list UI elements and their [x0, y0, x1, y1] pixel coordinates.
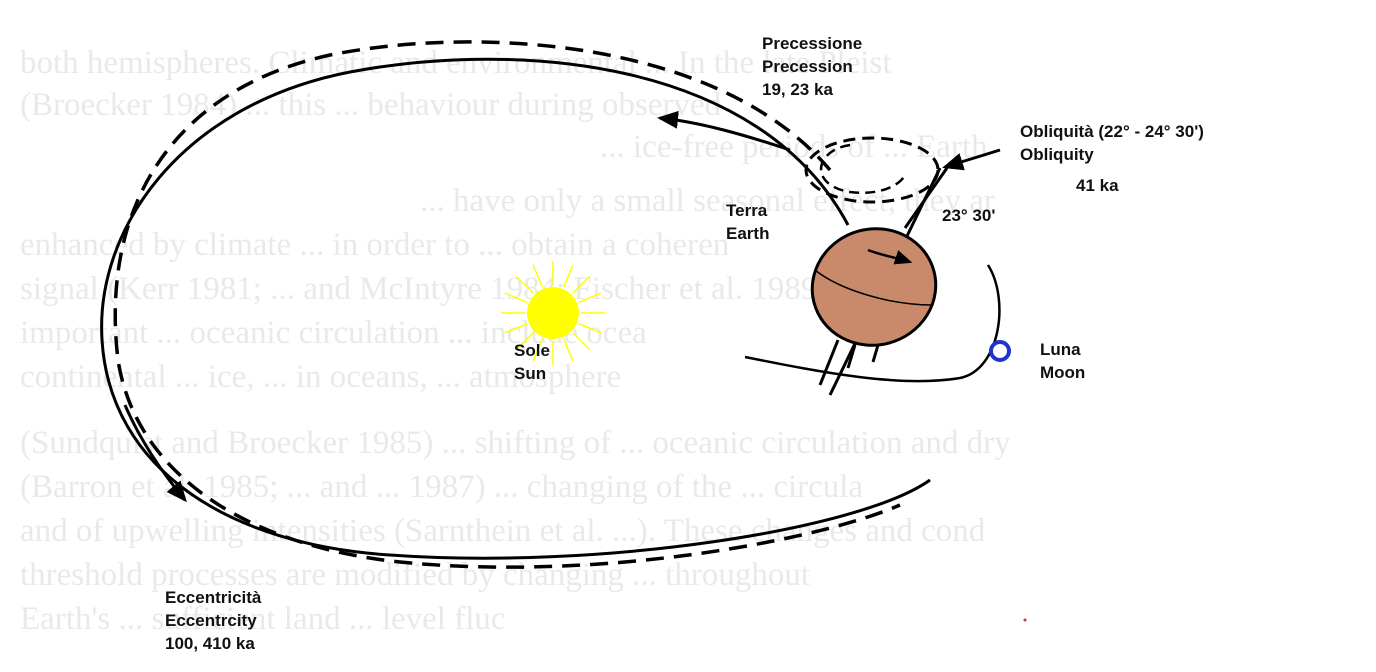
background-text-line: (Broecker 1984) ... this ... behaviour d… — [20, 87, 722, 123]
small-red-dot — [1023, 618, 1027, 622]
eccentricity-arrow — [123, 404, 187, 503]
sun-icon — [501, 261, 605, 365]
earth-icon — [810, 227, 938, 347]
moon-label-it: Luna — [1040, 340, 1081, 359]
precession-arrow — [657, 110, 791, 152]
precession-label-it: Precessione — [762, 34, 863, 53]
obliquity-period: 41 ka — [1076, 176, 1119, 195]
sun-label-en: Sun — [514, 364, 547, 383]
eccentricity-label-it: Eccentricità — [165, 588, 262, 607]
sun-ray — [578, 323, 602, 334]
background-text-line: signal (Kerr 1981; ... and McIntyre 1984… — [20, 271, 896, 307]
sun-ray — [578, 292, 602, 303]
sun-ray — [532, 264, 543, 288]
precession-label-en: Precession — [762, 57, 853, 76]
background-text-line: ... have only a small seasonal effect, t… — [420, 183, 995, 219]
obliquity-arrow — [942, 148, 1001, 171]
eccentricity-label-en: Eccentrcity — [165, 611, 257, 630]
background-text-line: (Sundquist and Broecker 1985) ... shifti… — [20, 425, 1011, 461]
background-text-line: both hemispheres. Climatic and environme… — [20, 45, 892, 81]
earth-orbit-ellipse — [100, 57, 931, 560]
eccentricity-orbit-dashed — [113, 40, 901, 569]
background-text-line: threshold processes are modified by chan… — [20, 557, 810, 593]
sun-ray — [532, 338, 543, 362]
sun-label-it: Sole — [514, 341, 550, 360]
sun-ray — [504, 323, 528, 334]
sun-ray — [504, 292, 528, 303]
sun-ray — [515, 332, 534, 351]
precession-cone-inner — [819, 143, 907, 195]
moon-orbit — [744, 264, 1001, 383]
obliquity-label-en: Obliquity — [1020, 145, 1094, 164]
obliquity-label-it: Obliquità (22° - 24° 30') — [1020, 122, 1204, 141]
precession-period: 19, 23 ka — [762, 80, 833, 99]
sun-ray — [515, 275, 534, 294]
background-text-line: ... ice-free periods of ... Earth — [600, 129, 988, 165]
earth-label-it: Terra — [726, 201, 768, 220]
sun-ray — [572, 332, 591, 351]
background-text-line: enhanced by climate ... in order to ... … — [20, 227, 730, 263]
eccentricity-period: 100, 410 ka — [165, 634, 255, 653]
earth-label-en: Earth — [726, 224, 770, 243]
sun-ray — [563, 338, 574, 362]
background-text-line: Earth's ... sufficient land ... level fl… — [20, 601, 506, 637]
sun-ray — [563, 264, 574, 288]
moon-label-en: Moon — [1040, 363, 1086, 382]
background-text-line: (Barron et al. 1985; ... and ... 1987) .… — [20, 469, 864, 505]
moon-icon — [989, 340, 1011, 362]
earth-motion-marks — [818, 339, 880, 386]
sun-ray — [572, 275, 591, 294]
tilt-angle-label: 23° 30' — [942, 206, 996, 225]
vertical-reference-line — [903, 167, 949, 229]
